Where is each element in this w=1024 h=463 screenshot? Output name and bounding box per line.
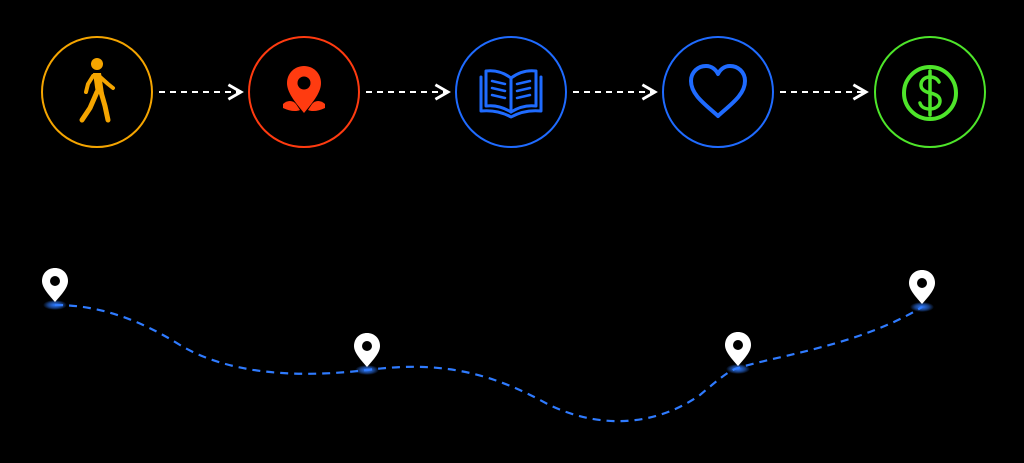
location-pin-icon bbox=[283, 66, 325, 113]
step-walk-ring bbox=[41, 36, 153, 148]
dollar-coin-icon bbox=[902, 65, 958, 121]
route-stop-1 bbox=[42, 268, 68, 310]
route-path bbox=[54, 303, 923, 423]
route-stop-glow bbox=[726, 364, 750, 374]
step-dollar-ring bbox=[874, 36, 986, 148]
step-location bbox=[248, 36, 360, 148]
step-dollar bbox=[874, 36, 986, 148]
step-book bbox=[455, 36, 567, 148]
map-pin-icon bbox=[354, 333, 380, 367]
route-stop-glow bbox=[355, 365, 379, 375]
route-stop-glow bbox=[910, 302, 934, 312]
route-stop-4 bbox=[909, 270, 935, 312]
route-stop-glow bbox=[43, 300, 67, 310]
heart-icon bbox=[689, 64, 747, 118]
step-location-ring bbox=[248, 36, 360, 148]
map-pin-icon bbox=[909, 270, 935, 304]
route-stop-3 bbox=[725, 332, 751, 374]
step-walk bbox=[41, 36, 153, 148]
step-heart bbox=[662, 36, 774, 148]
step-heart-ring bbox=[662, 36, 774, 148]
step-book-ring bbox=[455, 36, 567, 148]
route-stop-2 bbox=[354, 333, 380, 375]
map-pin-icon bbox=[725, 332, 751, 366]
walk-icon bbox=[79, 58, 115, 123]
open-book-icon bbox=[479, 69, 543, 119]
map-pin-icon bbox=[42, 268, 68, 302]
